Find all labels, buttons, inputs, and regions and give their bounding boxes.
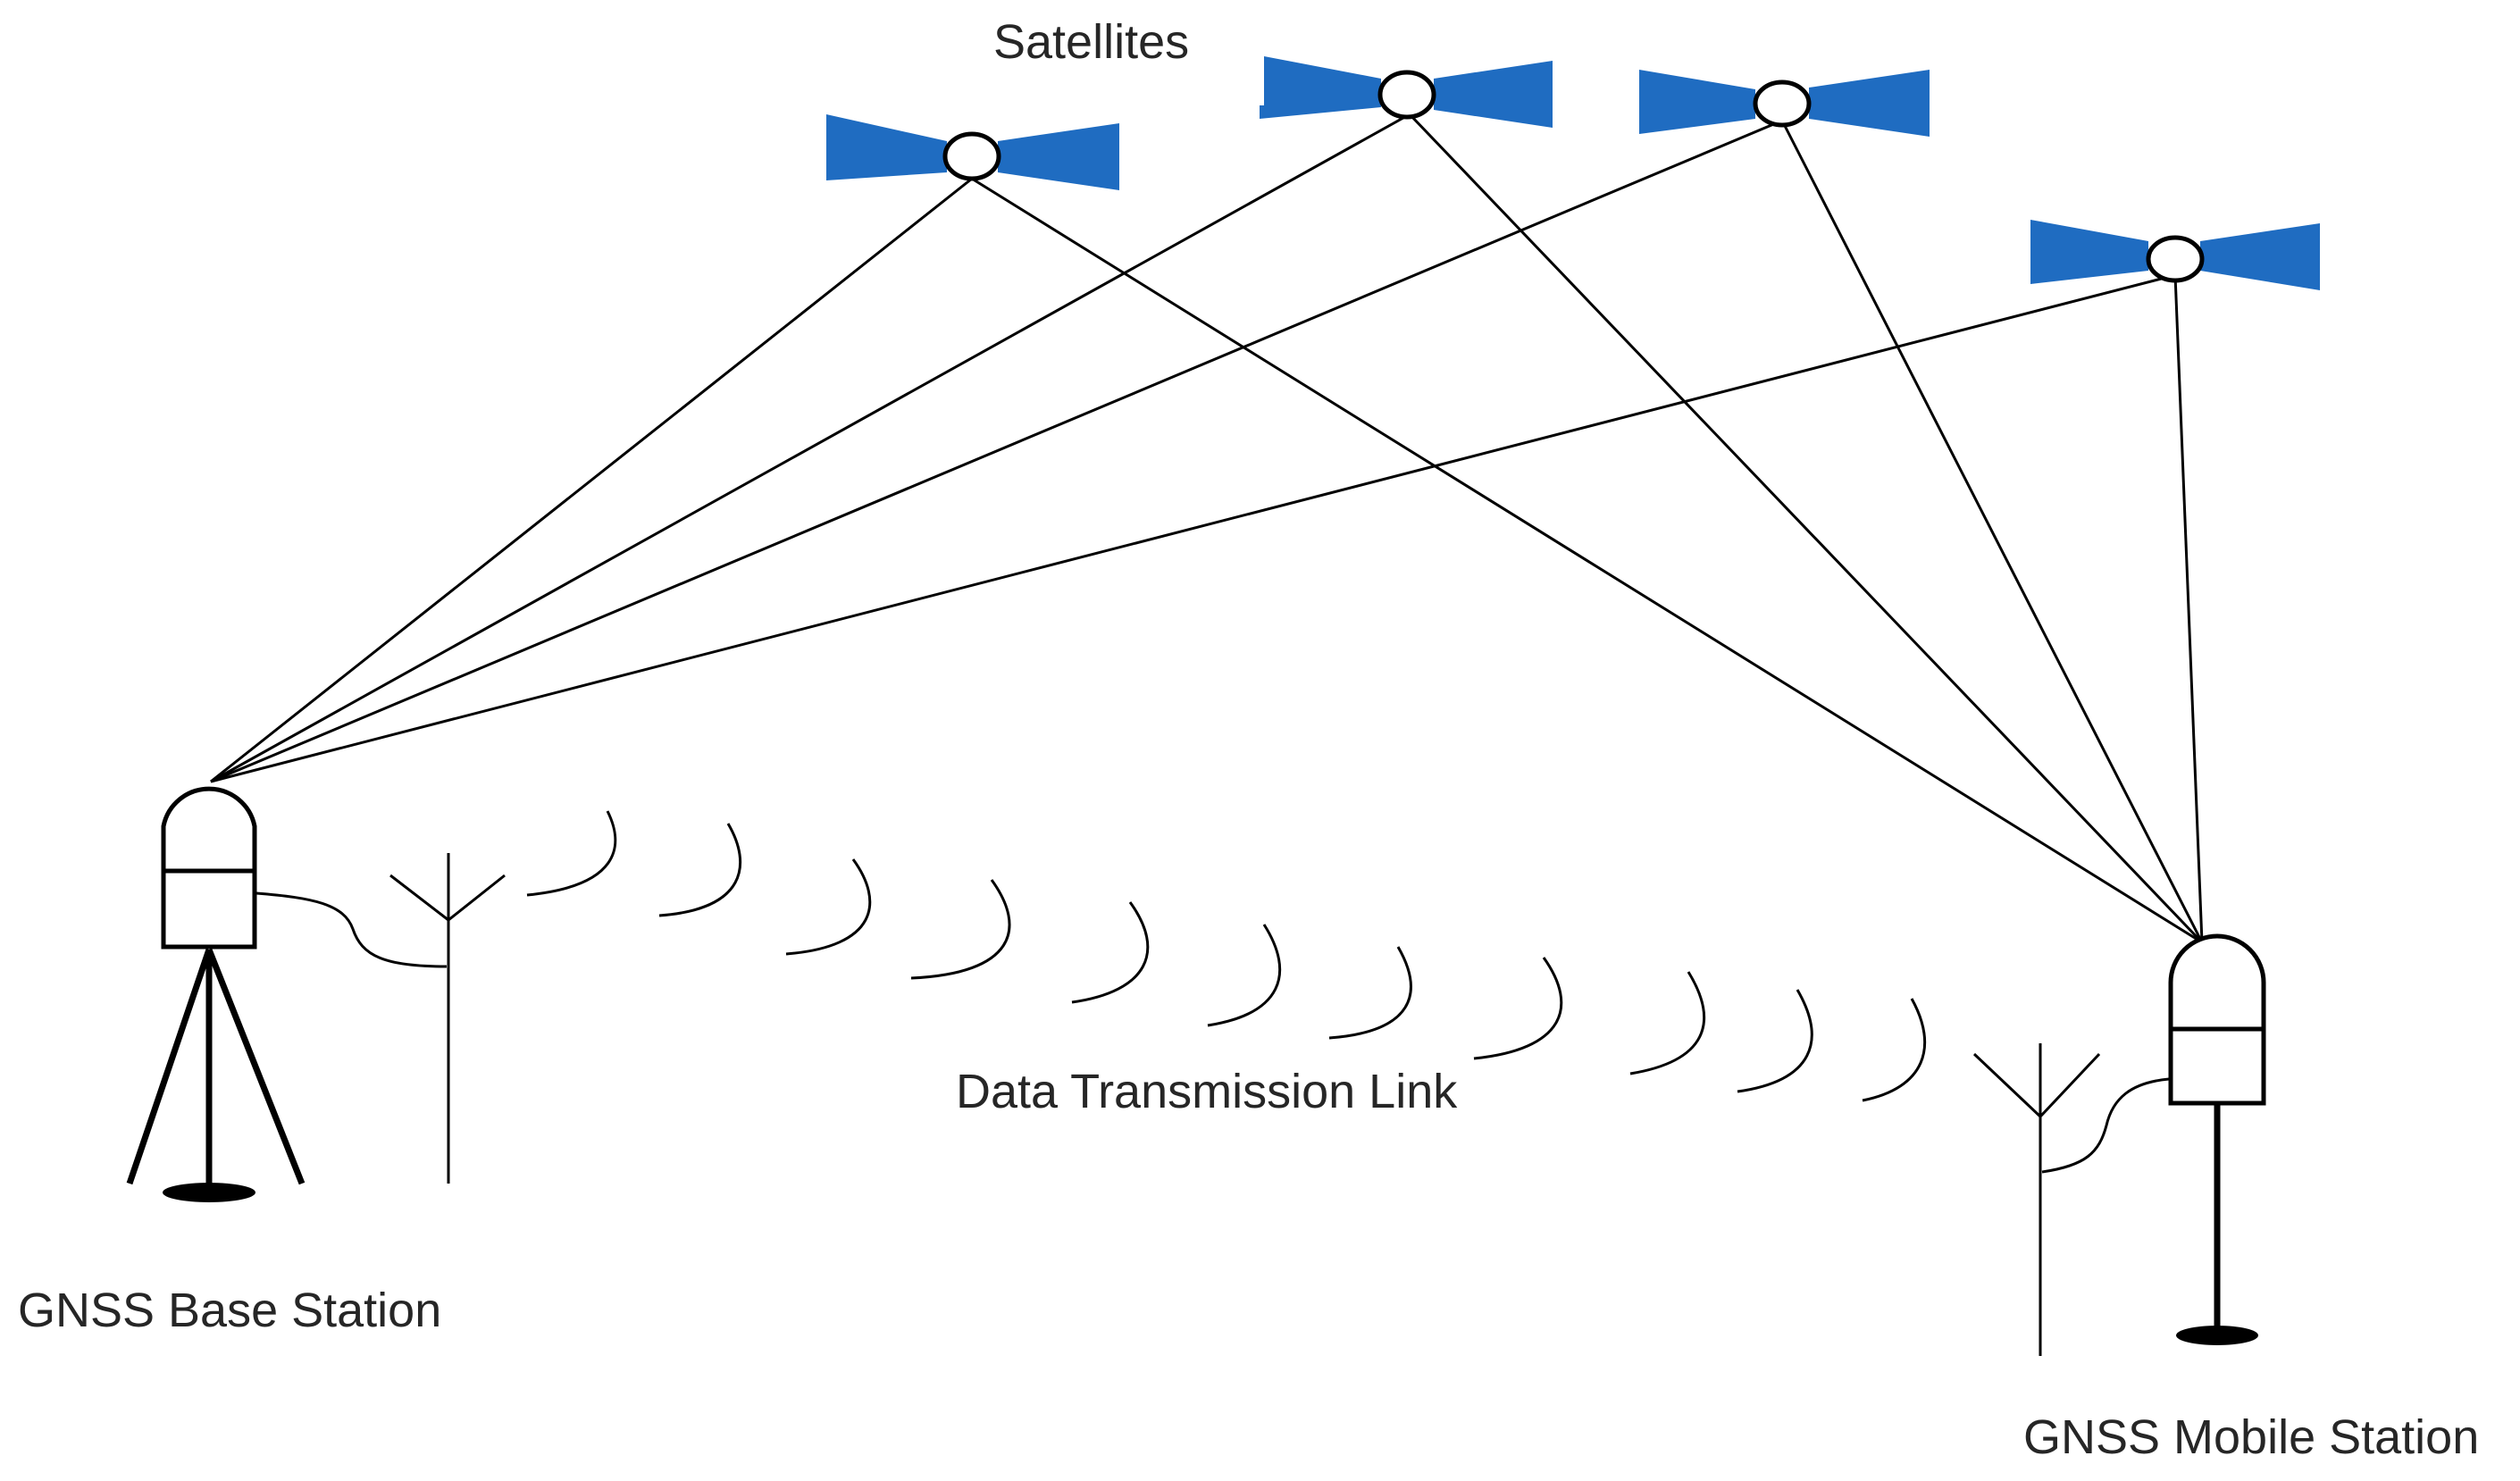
satellite-1-right-panel (998, 123, 1119, 190)
satellite-1 (826, 114, 1119, 190)
mobile-antenna-cable (2041, 1077, 2170, 1174)
radio-wave-5 (1071, 901, 1150, 1004)
signal-line-sat4-base (210, 273, 2176, 783)
satellite-3-body (1753, 79, 1812, 128)
satellite-3 (1639, 70, 1930, 137)
base-signal-lines (210, 113, 2176, 783)
mobile-station-label: GNSS Mobile Station (2023, 1410, 2480, 1464)
signal-line-sat4-mobile (2173, 274, 2204, 943)
base-antenna-arm-left (389, 874, 449, 922)
mobile-antenna-arm-left (1972, 1052, 2042, 1118)
satellite-1-body (942, 131, 1001, 181)
satellite-4 (2030, 220, 2320, 290)
base-station (126, 786, 506, 1202)
satellite-4-right-panel (2200, 223, 2320, 290)
signal-line-sat2-base (210, 113, 1411, 783)
base-antenna-arm-right (448, 874, 506, 922)
base-tripod-foot (163, 1183, 255, 1202)
base-tripod-leg-right (205, 948, 306, 1185)
base-antenna-cable (255, 891, 448, 968)
radio-wave-7 (1328, 946, 1412, 1040)
radio-wave-10 (1737, 989, 1813, 1093)
satellite-4-left-panel (2030, 220, 2148, 284)
radio-wave-11 (1862, 998, 1926, 1102)
radio-wave-2 (658, 823, 742, 917)
satellite-1-left-panel (826, 114, 947, 180)
radio-wave-9 (1629, 971, 1706, 1075)
mobile-signal-lines (971, 113, 2204, 944)
satellite-4-body (2146, 235, 2205, 283)
data-link-label: Data Transmission Link (956, 1065, 1458, 1118)
satellite-3-right-panel (1809, 70, 1930, 137)
satellite-2-right-panel (1434, 61, 1553, 128)
signal-line-sat1-base (210, 177, 973, 783)
signal-line-sat1-mobile (971, 177, 2203, 944)
radio-wave-4 (910, 879, 1011, 980)
signal-line-sat3-base (210, 119, 1783, 783)
base-receiver-body (161, 786, 257, 950)
radio-wave-6 (1207, 924, 1282, 1027)
mobile-pole-foot (2176, 1326, 2258, 1345)
radio-wave-1 (526, 810, 617, 897)
signal-line-sat2-mobile (1408, 113, 2204, 944)
base-tripod-leg-left (126, 948, 213, 1185)
signal-line-sat3-mobile (1780, 120, 2204, 943)
mobile-receiver-body (2168, 933, 2266, 1106)
satellite-3-left-panel (1639, 70, 1755, 134)
satellite-2 (1260, 56, 1553, 128)
mobile-antenna-arm-right (2039, 1052, 2101, 1118)
satellites-label: Satellites (993, 15, 1190, 69)
mobile-station (1972, 933, 2266, 1356)
radio-waves (526, 810, 1926, 1102)
radio-wave-8 (1473, 957, 1563, 1060)
satellite-2-left-panel (1260, 56, 1381, 119)
base-station-label: GNSS Base Station (18, 1284, 442, 1337)
satellite-2-body (1377, 70, 1436, 120)
radio-wave-3 (785, 858, 872, 956)
